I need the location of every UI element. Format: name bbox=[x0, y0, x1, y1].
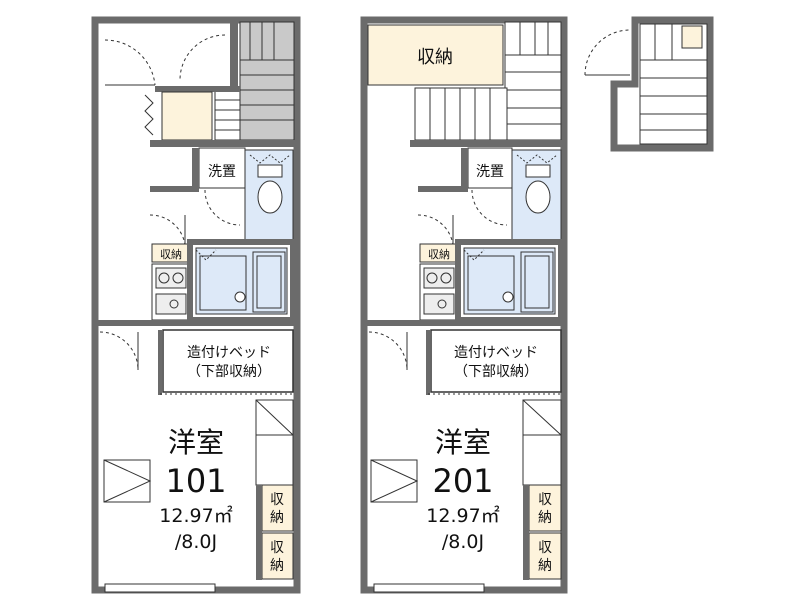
unit-101-bed-label-line2: （下部収納） bbox=[187, 364, 271, 380]
unit-101-sink bbox=[155, 293, 187, 315]
unit-201-bed-label-line1: 造付けベッド bbox=[454, 345, 538, 361]
unit-101-closet-b-label-1: 収 bbox=[270, 540, 284, 556]
unit-101-staircase bbox=[239, 21, 295, 141]
unit-101-toilet-bowl bbox=[257, 180, 283, 214]
unit-101-built-in-bed bbox=[162, 329, 294, 393]
unit-201-loft-storage bbox=[367, 24, 504, 86]
unit-101-tatami: /8.0J bbox=[175, 531, 217, 553]
unit-201-wardrobe bbox=[522, 399, 562, 486]
unit-101-shoe-storage bbox=[161, 91, 213, 141]
unit-101-closet-b-label-2: 納 bbox=[270, 558, 284, 574]
unit-201-window bbox=[373, 583, 485, 593]
loft-small-storage bbox=[681, 25, 703, 49]
unit-101: 洗置 収納 bbox=[91, 16, 301, 594]
unit-201-closet-a-label-1: 収 bbox=[538, 492, 552, 508]
unit-201-closet-a bbox=[528, 484, 562, 532]
unit-101-wardrobe bbox=[255, 399, 294, 486]
unit-201-sink bbox=[423, 293, 455, 315]
unit-201-closet-a-label-2: 納 bbox=[538, 510, 552, 526]
unit-201-bed-label-line2: （下部収納） bbox=[454, 364, 538, 380]
unit-101-bed-label-line1: 造付けベッド bbox=[187, 345, 271, 361]
unit-201-stair-run bbox=[414, 87, 508, 141]
unit-201-toilet-tank bbox=[525, 164, 551, 178]
unit-201-built-in-bed bbox=[430, 329, 562, 393]
unit-101-air-conditioner bbox=[103, 459, 151, 503]
unit-201-stove bbox=[423, 267, 455, 289]
unit-201-room-number: 201 bbox=[432, 462, 493, 500]
unit-101-bathtub bbox=[252, 251, 286, 313]
unit-101-laundry-label: 洗置 bbox=[208, 164, 236, 180]
unit-101-washbasin bbox=[234, 291, 246, 303]
unit-101-entry-door-swing bbox=[104, 39, 156, 86]
unit-201-area: 12.97㎡ bbox=[426, 504, 499, 527]
unit-101-closet-a-label-2: 納 bbox=[270, 510, 284, 526]
unit-201-loft-storage-label: 収納 bbox=[417, 47, 453, 68]
unit-101-small-closet-label: 収納 bbox=[160, 248, 182, 261]
unit-201-air-conditioner bbox=[370, 459, 418, 503]
unit-201-toilet-bowl bbox=[525, 180, 551, 214]
unit-201-small-closet-label: 収納 bbox=[428, 248, 450, 261]
unit-201-laundry-space bbox=[467, 147, 513, 189]
unit-101-closet-a-label-1: 収 bbox=[270, 492, 284, 508]
unit-101-stair-landing bbox=[214, 89, 241, 141]
loft-stair-detail bbox=[584, 16, 714, 152]
unit-201-washbasin bbox=[502, 291, 514, 303]
unit-201-staircase bbox=[504, 21, 562, 141]
unit-201-room-name: 洋室 bbox=[435, 426, 491, 459]
unit-101-stove bbox=[155, 267, 187, 289]
unit-201: 収納 洗置 収納 bbox=[360, 16, 568, 594]
unit-101-closet-a bbox=[261, 484, 294, 532]
unit-101-window bbox=[104, 583, 216, 593]
unit-101-area: 12.97㎡ bbox=[159, 504, 232, 527]
unit-201-closet-b-label-2: 納 bbox=[538, 558, 552, 574]
loft-outer-wall bbox=[610, 16, 714, 152]
unit-201-closet-b-label-1: 収 bbox=[538, 540, 552, 556]
unit-201-bathtub bbox=[520, 251, 554, 313]
unit-101-toilet-tank bbox=[257, 164, 283, 178]
unit-101-closet-b bbox=[261, 532, 294, 580]
loft-hatch-swing bbox=[584, 29, 631, 76]
unit-201-laundry-label: 洗置 bbox=[476, 164, 504, 180]
unit-201-tatami: /8.0J bbox=[442, 531, 484, 553]
unit-101-room-number: 101 bbox=[165, 462, 226, 500]
unit-101-room-name: 洋室 bbox=[168, 426, 224, 459]
